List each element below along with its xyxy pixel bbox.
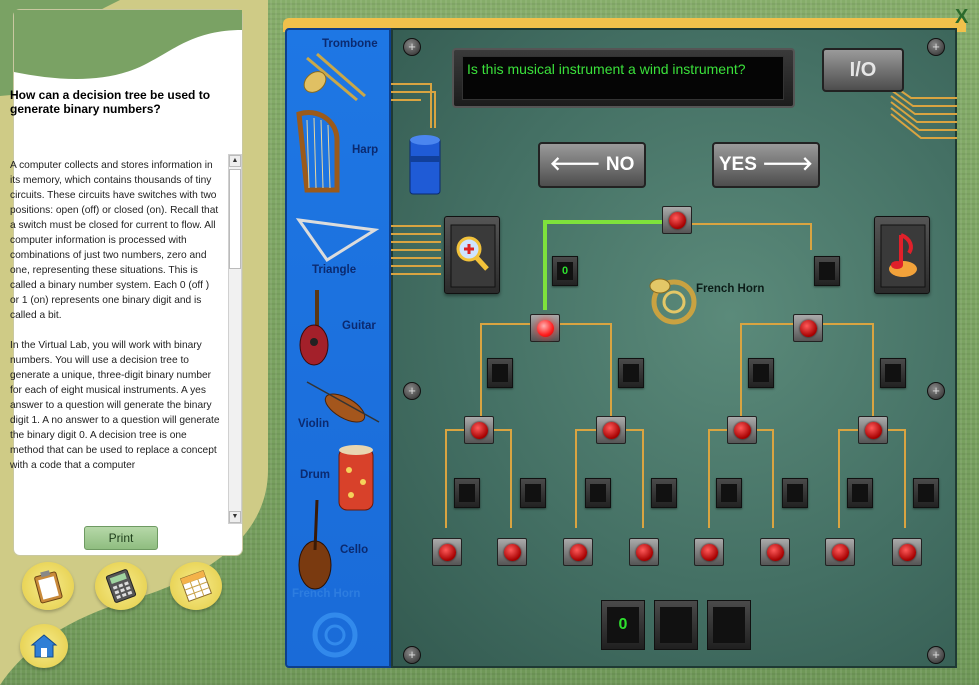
guitar-icon[interactable] [299, 290, 329, 366]
bit-chip [651, 478, 677, 508]
trombone-icon[interactable] [300, 52, 366, 102]
bit-chip [520, 478, 546, 508]
bit-chip [487, 358, 513, 388]
circuit-traces [391, 83, 957, 528]
circuit-board [391, 28, 957, 668]
question-text: Is this musical instrument a wind instru… [467, 61, 746, 77]
triangle-icon[interactable] [295, 218, 380, 263]
home-icon [30, 634, 58, 658]
close-icon[interactable]: X [955, 6, 969, 28]
instrument-label-triangle[interactable]: Triangle [312, 264, 357, 276]
led-level2 [596, 416, 626, 444]
bit-chip [880, 358, 906, 388]
output-bit-2 [654, 600, 698, 650]
led-leaf [563, 538, 593, 566]
bit-chip [454, 478, 480, 508]
drum-icon[interactable] [338, 445, 374, 511]
instrument-label-french-horn[interactable]: French Horn [292, 588, 361, 600]
led-leaf [892, 538, 922, 566]
panel-scrollbar[interactable]: ▲ ▼ [228, 154, 242, 524]
output-bit-2-value [660, 607, 692, 643]
led-level2 [858, 416, 888, 444]
bit-chip [748, 358, 774, 388]
output-bit-1-value: 0 [607, 607, 639, 643]
question-screen: Is this musical instrument a wind instru… [462, 56, 784, 100]
yes-label: YES [718, 154, 757, 175]
led-level2 [464, 416, 494, 444]
current-instrument-french-horn-icon [649, 278, 697, 325]
magnifier-icon [450, 224, 496, 288]
clipboard-icon [34, 570, 63, 604]
harp-icon[interactable] [296, 110, 340, 193]
calculator-icon [105, 569, 137, 603]
violin-icon[interactable] [306, 381, 380, 428]
bit-chip [782, 478, 808, 508]
bit-chip [913, 478, 939, 508]
arrow-left-icon: 🡐 [549, 154, 606, 175]
panel-wave [14, 10, 242, 80]
led-leaf [760, 538, 790, 566]
scroll-up-icon[interactable]: ▲ [229, 155, 241, 167]
screw-icon: + [927, 382, 945, 400]
led-root [662, 206, 692, 234]
led-level2 [727, 416, 757, 444]
instrument-label-guitar[interactable]: Guitar [342, 320, 376, 332]
scroll-thumb[interactable] [229, 169, 241, 269]
screw-icon: + [403, 646, 421, 664]
no-label: NO [605, 154, 635, 175]
sound-button[interactable] [874, 216, 930, 294]
instrument-label-trombone[interactable]: Trombone [322, 38, 378, 50]
led-leaf [825, 538, 855, 566]
output-bit-3 [707, 600, 751, 650]
output-bit-1: 0 [601, 600, 645, 650]
first-bit-value: 0 [557, 262, 573, 280]
arrow-right-icon: 🡒 [756, 154, 814, 175]
zoom-button[interactable] [444, 216, 500, 294]
music-note-icon [880, 224, 926, 288]
panel-body: A computer collects and stores informati… [10, 158, 220, 518]
print-button[interactable]: Print [84, 526, 158, 550]
led-leaf [694, 538, 724, 566]
screw-icon: + [927, 646, 945, 664]
bit-chip [716, 478, 742, 508]
scroll-down-icon[interactable]: ▼ [229, 511, 241, 523]
current-instrument-label: French Horn [696, 283, 765, 295]
output-bit-3-value [713, 607, 745, 643]
led-leaf [629, 538, 659, 566]
screw-icon: + [403, 382, 421, 400]
instrument-label-violin[interactable]: Violin [298, 418, 330, 430]
yes-button[interactable]: YES 🡒 [712, 142, 820, 188]
bit-chip [847, 478, 873, 508]
instrument-label-cello[interactable]: Cello [340, 544, 369, 556]
instrument-label-harp[interactable]: Harp [352, 144, 379, 156]
panel-paragraph-1: A computer collects and stores informati… [10, 160, 219, 321]
clipboard-button[interactable] [22, 562, 74, 610]
bit-chip-first: 0 [552, 256, 578, 286]
led-leaf [432, 538, 462, 566]
text-panel [14, 10, 242, 555]
io-button[interactable]: I/O [822, 48, 904, 92]
screw-icon: + [403, 38, 421, 56]
bit-chip [585, 478, 611, 508]
capacitor-icon [409, 135, 441, 195]
led-level1-right [793, 314, 823, 342]
no-button[interactable]: 🡐 NO [538, 142, 646, 188]
bit-chip [618, 358, 644, 388]
instrument-label-drum[interactable]: Drum [300, 469, 331, 481]
instrument-pictures [295, 52, 380, 658]
screw-icon: + [927, 38, 945, 56]
table-button[interactable] [170, 562, 222, 610]
table-icon [179, 569, 213, 603]
led-level1-left [530, 314, 560, 342]
question-display: Is this musical instrument a wind instru… [452, 48, 795, 108]
panel-title: How can a decision tree be used to gener… [10, 88, 211, 116]
cello-icon[interactable] [298, 499, 332, 590]
calculator-button[interactable] [95, 562, 147, 610]
led-leaf [497, 538, 527, 566]
panel-paragraph-2: In the Virtual Lab, you will work with b… [10, 340, 220, 471]
french-horn-icon[interactable] [312, 612, 358, 658]
bit-chip [814, 256, 840, 286]
home-button[interactable] [20, 624, 68, 668]
panel-header-shape [14, 10, 242, 100]
